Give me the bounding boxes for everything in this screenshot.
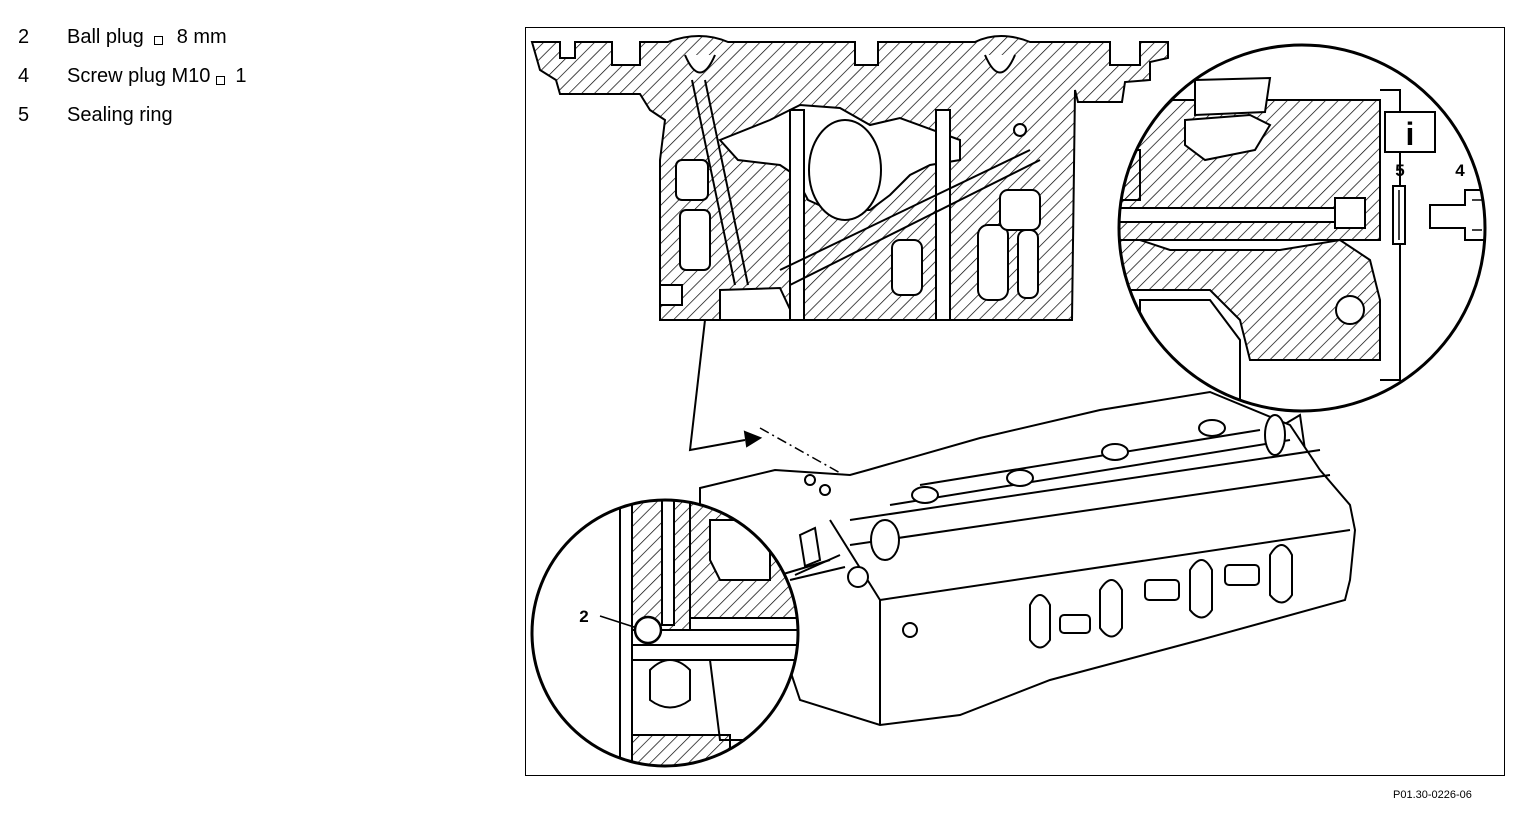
cross-section-view <box>530 35 1169 321</box>
legend-label: Screw plug M10 <box>67 65 211 87</box>
legend-label: Sealing ring <box>67 104 173 126</box>
info-symbol-icon: i <box>1406 116 1415 152</box>
screw-plug-detail-magnifier: i 5 4 <box>1117 43 1487 451</box>
callout-screw-plug: 4 <box>1455 161 1465 180</box>
diameter-symbol-icon <box>153 36 163 45</box>
figure-frame <box>525 27 1505 776</box>
figure-code: P01.30-0226-06 <box>1393 789 1472 801</box>
times-symbol-icon <box>216 76 226 85</box>
legend-value: 1 <box>235 65 247 87</box>
legend-number: 5 <box>18 104 30 126</box>
parts-legend: 2 Ball plug 8 mm 4 Screw plug M10 1 5 Se… <box>18 18 247 135</box>
legend-item-screw-plug: 4 Screw plug M10 1 <box>18 57 247 96</box>
legend-item-ball-plug: 2 Ball plug 8 mm <box>18 18 247 57</box>
legend-number: 2 <box>18 26 30 48</box>
cylinder-head-body <box>699 390 1357 727</box>
legend-value: 8 mm <box>176 26 227 48</box>
legend-label: Ball plug <box>67 26 144 48</box>
legend-number: 4 <box>18 65 30 87</box>
callout-ball-plug: 2 <box>579 607 588 626</box>
legend-item-sealing-ring: 5 Sealing ring <box>18 96 247 135</box>
callout-sealing-ring: 5 <box>1395 161 1404 180</box>
